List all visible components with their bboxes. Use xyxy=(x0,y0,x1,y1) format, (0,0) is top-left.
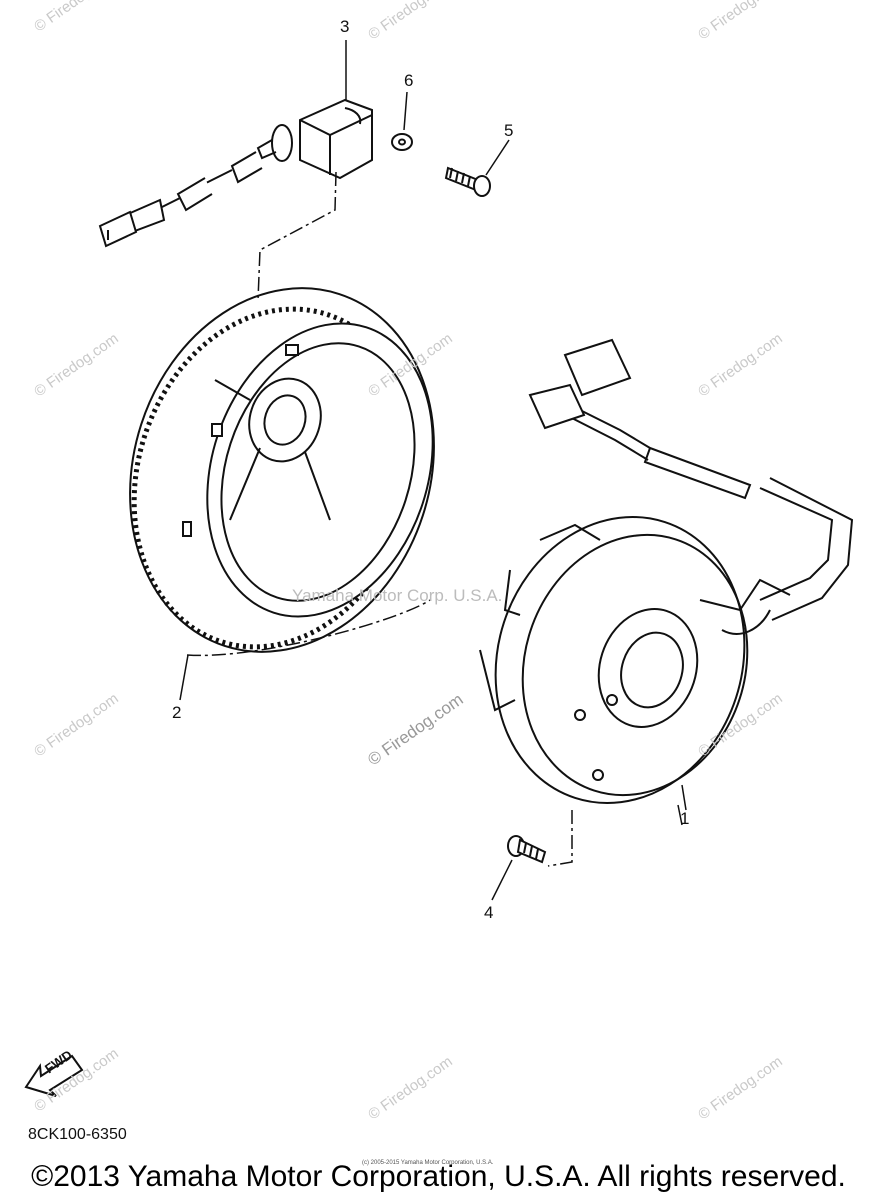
diagram-code: 8CK100-6350 xyxy=(28,1126,127,1143)
part-4-screw xyxy=(507,835,547,864)
callout-5: 5 xyxy=(504,121,514,140)
callout-4: 4 xyxy=(484,903,494,922)
watermark-center: Yamaha Motor Corp. U.S.A. xyxy=(292,586,503,605)
callout-1: 1 xyxy=(680,809,690,828)
part-1-stator xyxy=(479,516,791,804)
callout-6: 6 xyxy=(404,71,414,90)
leader-lines xyxy=(179,40,687,901)
part-6-washer xyxy=(391,133,413,151)
callout-3: 3 xyxy=(340,17,350,36)
part-3-pulser-coil xyxy=(98,98,373,248)
fwd-arrow-icon xyxy=(24,1054,84,1097)
callout-2: 2 xyxy=(172,703,182,722)
footer-copyright: ©2013 Yamaha Motor Corporation, U.S.A. A… xyxy=(31,1160,846,1193)
part-2-flywheel xyxy=(129,287,435,653)
tiny-copyright: (c) 2005-2015 Yamaha Motor Corporation, … xyxy=(362,1160,494,1166)
part-1-harness xyxy=(528,338,854,621)
part-5-bolt xyxy=(444,166,491,197)
